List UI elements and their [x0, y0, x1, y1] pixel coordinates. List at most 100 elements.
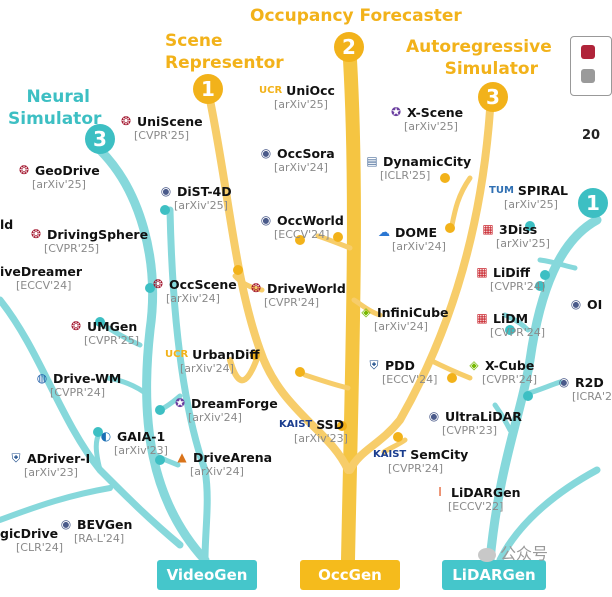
- method-venue: [RA-L'24]: [74, 532, 125, 545]
- method-node: ❂OccScene[arXiv'24]: [150, 276, 237, 306]
- method-name: SemCity: [410, 446, 469, 462]
- method-name: GeoDrive: [35, 162, 100, 178]
- node-row: ▦LiDiff: [474, 264, 545, 280]
- node-row: ❂OccScene: [150, 276, 237, 292]
- occ-scene-branch: [206, 96, 352, 474]
- occ-twig-c: [381, 437, 408, 455]
- method-venue: [CVPR'25]: [44, 242, 100, 255]
- univ-icon: ◉: [260, 146, 272, 160]
- watermark: 公众号: [478, 540, 548, 564]
- method-name: iveDreamer: [0, 264, 83, 279]
- method-venue: [arXiv'24]: [180, 362, 234, 375]
- method-node: ld: [0, 217, 13, 232]
- dot: [525, 221, 535, 231]
- dot: [440, 173, 450, 183]
- dot: [155, 455, 165, 465]
- univ-icon: ◉: [160, 184, 172, 198]
- method-venue: [CVPR'24]: [490, 326, 546, 339]
- method-venue: [arXiv'24]: [274, 161, 328, 174]
- dot: [540, 270, 550, 280]
- method-name: X-Cube: [485, 357, 535, 373]
- pku-icon: ❂: [30, 227, 42, 241]
- method-name: DrivingSphere: [47, 226, 149, 242]
- method-venue: [CLR'24]: [16, 541, 64, 554]
- dot: [145, 283, 155, 293]
- tsinghua-icon: ✪: [390, 105, 402, 119]
- wave-icon: ◐: [100, 429, 112, 443]
- logo-icon: ▦: [476, 265, 488, 279]
- dot: [523, 391, 533, 401]
- method-venue: [CVPR'24]: [482, 373, 538, 386]
- method-name: DiST-4D: [177, 183, 232, 199]
- method-node: ▦LiDM[CVPR'24]: [474, 310, 546, 340]
- lidargen-button[interactable]: LiDARGen: [442, 560, 546, 590]
- method-venue: [arXiv'23]: [114, 444, 168, 457]
- method-name: DreamForge: [191, 395, 278, 411]
- header-occupancy-forecaster: Occupancy Forecaster: [250, 6, 462, 26]
- node-row: ◉ OccSora: [258, 145, 335, 161]
- lidar-low: [496, 466, 601, 564]
- occgen-button[interactable]: OccGen: [300, 560, 400, 590]
- legend-swatch-red: [581, 45, 595, 59]
- method-name: DriveArena: [193, 449, 273, 465]
- method-name: UltraLiDAR: [445, 408, 522, 424]
- method-venue: [arXiv'24]: [166, 292, 220, 305]
- node-row: ⛨ADriver-I: [8, 450, 90, 466]
- method-name: OccSora: [277, 145, 335, 161]
- dot: [295, 367, 305, 377]
- legend-swatch-gray: [581, 69, 595, 83]
- occ-twig-e: [449, 175, 473, 228]
- watermark-text: 公众号: [500, 544, 549, 563]
- pku-icon: ❂: [250, 281, 262, 295]
- dot: [535, 281, 545, 291]
- node-row: ◉R2D: [556, 374, 612, 390]
- header-scene-representor: Scene Representor: [165, 30, 284, 74]
- header-neural-simulator: Neural Simulator: [8, 86, 102, 130]
- method-node: ▦3Diss[arXiv'25]: [480, 221, 550, 251]
- node-row: ◉ UltraLiDAR: [426, 408, 522, 424]
- tree-branches: [0, 53, 602, 567]
- univ-icon: ◉: [428, 409, 440, 423]
- method-node: ◈X-Cube[CVPR'24]: [466, 357, 538, 387]
- method-venue: [ECCV'24]: [382, 373, 438, 386]
- header-autoregressive-simulator: Autoregressive Simulator: [406, 36, 552, 80]
- method-node: ❂UniScene[CVPR'25]: [118, 113, 203, 143]
- badge-auto: 3: [478, 82, 508, 112]
- building-icon: ▤: [366, 154, 378, 168]
- lidar-twig-a: [537, 257, 578, 271]
- badge-occ: 2: [334, 32, 364, 62]
- node-row: ☁DOME: [376, 224, 446, 240]
- occ-left-twig: [315, 233, 353, 251]
- header-line: Simulator: [444, 59, 538, 79]
- method-venue: [arXiv'23]: [24, 466, 78, 479]
- videogen-button[interactable]: VideoGen: [157, 560, 257, 590]
- dot: [393, 432, 403, 442]
- method-node: ◉R2D[ICRA'2: [556, 374, 612, 404]
- method-venue: [CVPR'25]: [84, 334, 140, 347]
- method-name: OI: [587, 296, 603, 312]
- method-name: UMGen: [87, 318, 138, 334]
- badge-neural: 3: [85, 124, 115, 154]
- univ-icon: ◉: [570, 297, 582, 311]
- method-node: ❂UMGen[CVPR'25]: [68, 318, 140, 348]
- lidar-twig-b: [502, 312, 531, 333]
- method-node: ❂ DrivingSphere[CVPR'25]: [28, 226, 149, 256]
- method-node: ◍Drive-WM[CVPR'24]: [34, 370, 122, 400]
- node-row: ▦LiDM: [474, 310, 545, 326]
- logo-icon: ▦: [476, 311, 488, 325]
- occ-right-twig: [351, 297, 383, 318]
- method-venue: [CVPR'24]: [264, 296, 320, 309]
- video-main: [95, 145, 210, 565]
- header-line: Simulator: [8, 109, 102, 129]
- lidar-twig-d: [492, 402, 513, 433]
- dot: [155, 405, 165, 415]
- kaist-logo-icon: KAIST: [279, 418, 313, 430]
- occ-trunk: [341, 53, 361, 567]
- node-row: ◉ DiST-4D: [158, 183, 232, 199]
